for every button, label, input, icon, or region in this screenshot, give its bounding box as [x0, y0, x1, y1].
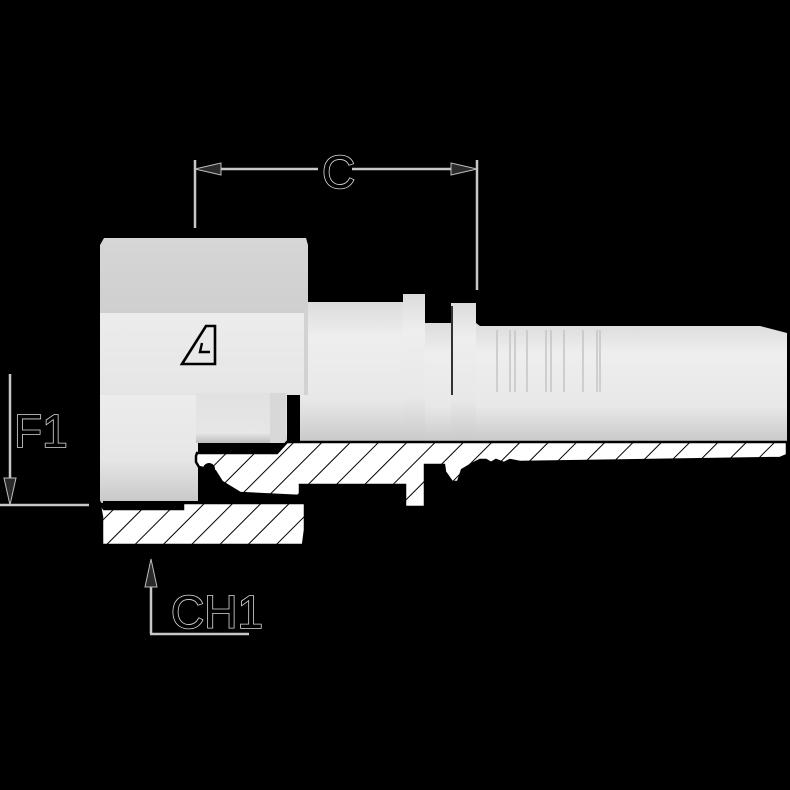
shank-section	[194, 440, 789, 509]
section-view	[98, 440, 789, 547]
swivel-nut	[100, 238, 308, 503]
arrow-up-icon	[144, 558, 158, 588]
dimension-c: C	[193, 145, 479, 290]
dimension-ch1: CH1	[144, 558, 264, 639]
dimension-f1: F1	[0, 374, 89, 507]
trapezoid-brand-icon	[179, 324, 217, 366]
dimension-ch1-label: CH1	[171, 586, 263, 638]
arrow-left-icon	[194, 162, 222, 176]
dimension-f1-label: F1	[14, 405, 68, 457]
arrow-right-icon	[450, 162, 478, 176]
o-ring	[203, 463, 215, 475]
shank-exterior	[300, 294, 787, 442]
arrow-down-icon	[3, 477, 17, 506]
tail-ribs	[496, 330, 601, 392]
nut-section	[98, 498, 307, 547]
dimension-c-label: C	[322, 146, 355, 198]
